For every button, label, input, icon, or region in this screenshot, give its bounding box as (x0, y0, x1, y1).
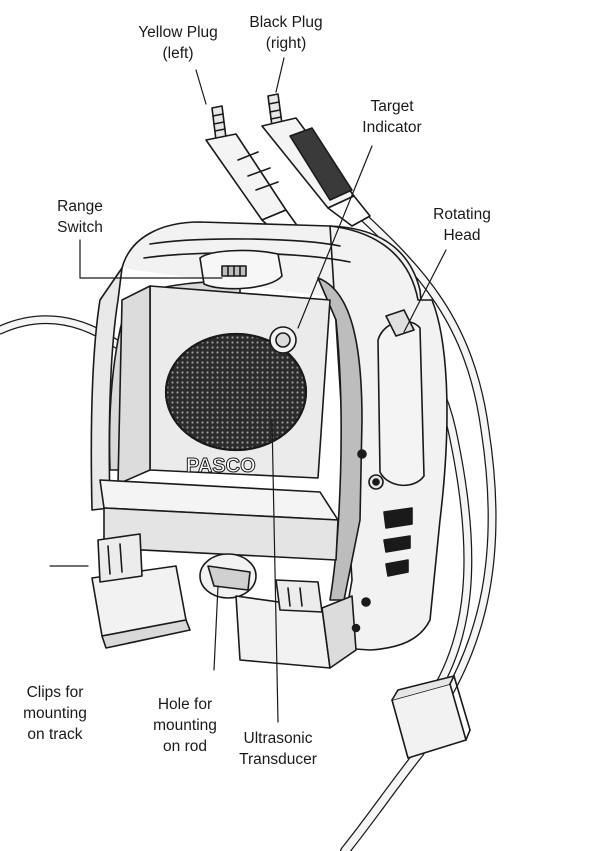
leader-range-switch (79, 239, 223, 279)
label-rotating-head: Rotating Head (433, 206, 491, 244)
label-clips: Clips for mounting on track (23, 684, 87, 743)
label-yellow-plug: Yellow Plug (left) (138, 24, 218, 62)
leader-yellow-plug (195, 69, 207, 105)
black-plug (261, 93, 371, 227)
leader-lines (49, 57, 447, 723)
rotating-head (351, 309, 425, 633)
ultrasonic-transducer (164, 332, 308, 452)
label-target-indicator: Target Indicator (362, 98, 422, 136)
cable-strain-relief (391, 675, 471, 759)
left-clip (91, 533, 191, 649)
label-transducer: Ultrasonic Transducer (239, 730, 317, 768)
pasco-logo-text: PASCO (186, 455, 256, 477)
leader-target-indicator (297, 145, 373, 329)
range-switch (199, 249, 283, 290)
leader-transducer (271, 419, 279, 723)
target-indicator (269, 326, 297, 354)
pasco-logo: PASCO (186, 455, 257, 478)
right-clip (235, 579, 357, 669)
label-black-plug: Black Plug (right) (249, 14, 323, 52)
leader-black-plug (275, 57, 285, 93)
leader-rotating-head (403, 249, 447, 333)
sensor-base (99, 479, 339, 599)
leader-hole (213, 585, 219, 671)
label-hole: Hole for mounting on rod (153, 696, 217, 755)
label-range-switch: Range Switch (57, 198, 103, 236)
